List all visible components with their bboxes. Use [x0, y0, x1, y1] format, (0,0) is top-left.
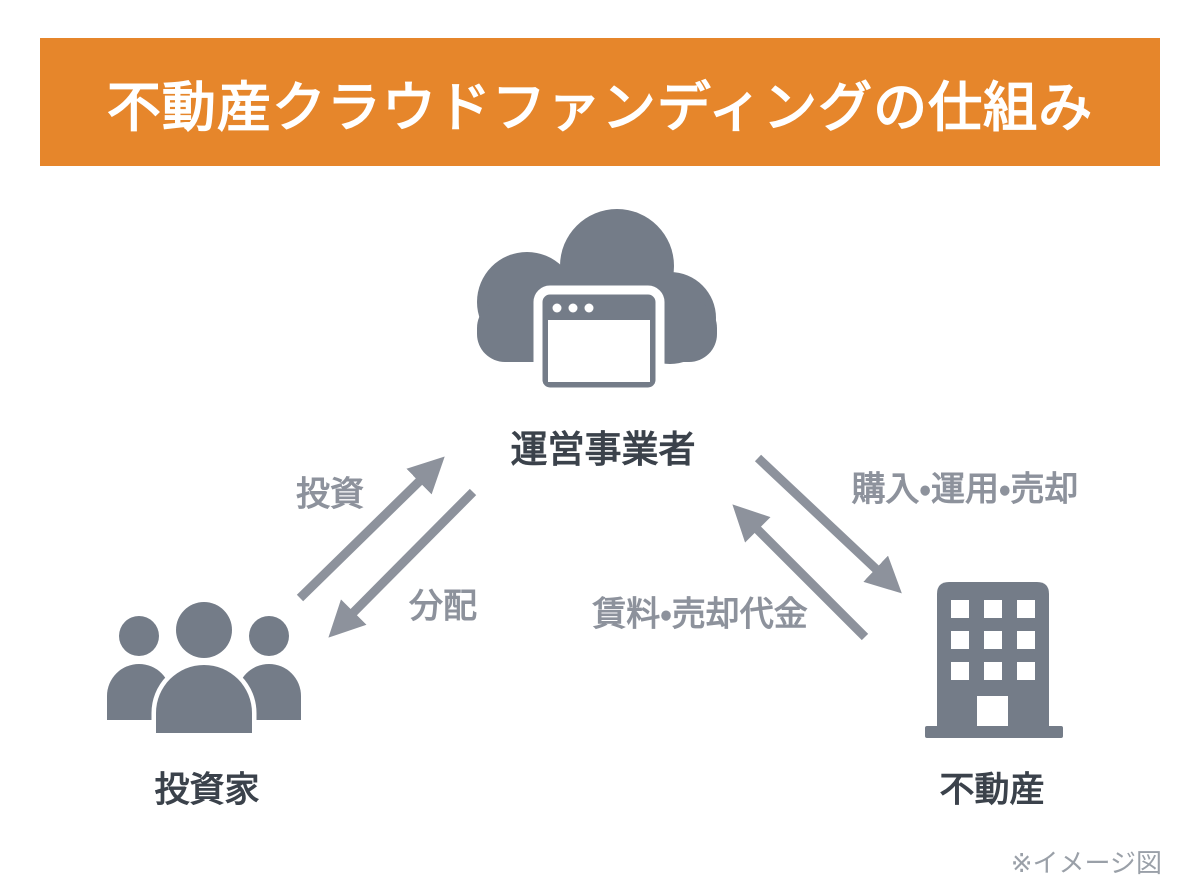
investors-label: 投資家: [154, 770, 260, 810]
distribute-arrow: [328, 488, 477, 638]
title-banner: 不動産クラウドファンディングの仕組み: [40, 38, 1160, 166]
invest-arrow: [296, 456, 445, 602]
distribute-arrow-label: 分配: [409, 587, 477, 626]
invest-arrow-label: 投資: [296, 475, 364, 514]
rent-arrow-label: 賃料・売却代金: [592, 595, 808, 634]
purchase-arrow-label: 購入・運用・売却: [851, 470, 1079, 509]
building-icon: [925, 582, 1063, 738]
purchase-arrow: [754, 454, 902, 594]
operator-label: 運営事業者: [510, 429, 696, 470]
page-title: 不動産クラウドファンディングの仕組み: [106, 77, 1094, 138]
flow-arrows: [296, 454, 902, 641]
image-disclaimer-note: ※イメージ図: [1010, 848, 1162, 878]
property-label: 不動産: [939, 770, 1045, 810]
people-group-icon: [107, 597, 301, 738]
rent-arrow: [732, 504, 869, 641]
cloud-browser-icon: [477, 209, 717, 397]
